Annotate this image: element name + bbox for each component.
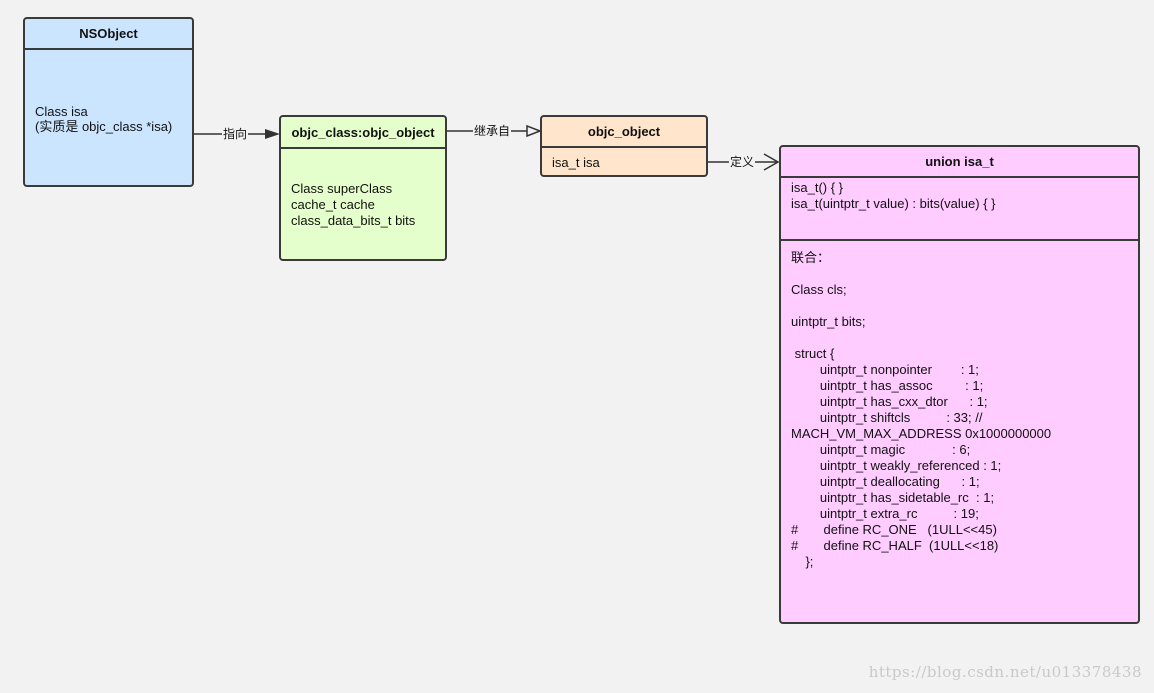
defines-arrowhead: [763, 153, 780, 171]
body-line: Class cls;: [791, 282, 847, 297]
objc-object-title: objc_object: [542, 117, 706, 148]
objc-class-field: cache_t cache: [291, 197, 375, 212]
body-line: uintptr_t bits;: [791, 314, 866, 329]
body-line: uintptr_t weakly_referenced : 1;: [791, 458, 1002, 473]
body-line: uintptr_t has_assoc : 1;: [791, 378, 984, 393]
objc-object-field: isa_t isa: [552, 155, 600, 170]
body-line: uintptr_t magic : 6;: [791, 442, 971, 457]
body-line: [791, 266, 1138, 282]
objc-class-field: class_data_bits_t bits: [291, 213, 416, 228]
union-isa-t-box[interactable]: union isa_t isa_t() { } isa_t(uintptr_t …: [779, 145, 1140, 624]
body-line: [791, 330, 1138, 346]
nsobject-field: (实质是 objc_class *isa): [35, 119, 173, 134]
nsobject-title: NSObject: [25, 19, 192, 50]
method-item: isa_t() { }: [791, 180, 844, 195]
body-line: # define RC_ONE (1ULL<<45): [791, 522, 997, 537]
body-line: uintptr_t shiftcls : 33; //: [791, 410, 983, 425]
inherits-arrowhead: [526, 124, 543, 138]
body-line: 联合：: [791, 250, 831, 265]
body-line: MACH_VM_MAX_ADDRESS 0x1000000000: [791, 426, 1052, 441]
objc-class-title: objc_class:objc_object: [281, 117, 445, 149]
union-isa-t-title: union isa_t: [781, 147, 1138, 178]
objc-class-fields: Class superClass cache_t cache class_dat…: [291, 181, 445, 229]
body-line: # define RC_HALF (1ULL<<18): [791, 538, 999, 553]
union-isa-t-methods: isa_t() { } isa_t(uintptr_t value) : bit…: [781, 178, 1138, 241]
nsobject-box[interactable]: NSObject Class isa (实质是 objc_class *isa): [23, 17, 194, 187]
body-line: uintptr_t nonpointer : 1;: [791, 362, 979, 377]
body-line: uintptr_t has_sidetable_rc : 1;: [791, 490, 995, 505]
nsobject-field: Class isa: [35, 104, 88, 119]
body-line: };: [791, 554, 814, 569]
body-line: struct {: [791, 346, 835, 361]
points-to-label: 指向: [222, 127, 249, 141]
objc-class-field: Class superClass: [291, 181, 393, 196]
nsobject-fields: Class isa (实质是 objc_class *isa): [35, 104, 192, 134]
body-line: uintptr_t has_cxx_dtor : 1;: [791, 394, 988, 409]
points-to-arrowhead: [265, 129, 280, 139]
watermark: https://blog.csdn.net/u013378438: [868, 663, 1142, 681]
defines-label: 定义: [729, 155, 756, 169]
union-isa-t-body: 联合： Class cls; uintptr_t bits; struct { …: [781, 250, 1138, 570]
body-line: [791, 298, 1138, 314]
objc-class-box[interactable]: objc_class:objc_object Class superClass …: [279, 115, 447, 261]
body-line: uintptr_t deallocating : 1;: [791, 474, 980, 489]
objc-object-fields: isa_t isa: [552, 155, 706, 170]
method-item: isa_t(uintptr_t value) : bits(value) { }: [791, 196, 996, 211]
objc-object-box[interactable]: objc_object isa_t isa: [540, 115, 708, 177]
inherits-from-label: 继承自: [473, 124, 512, 138]
body-line: uintptr_t extra_rc : 19;: [791, 506, 979, 521]
